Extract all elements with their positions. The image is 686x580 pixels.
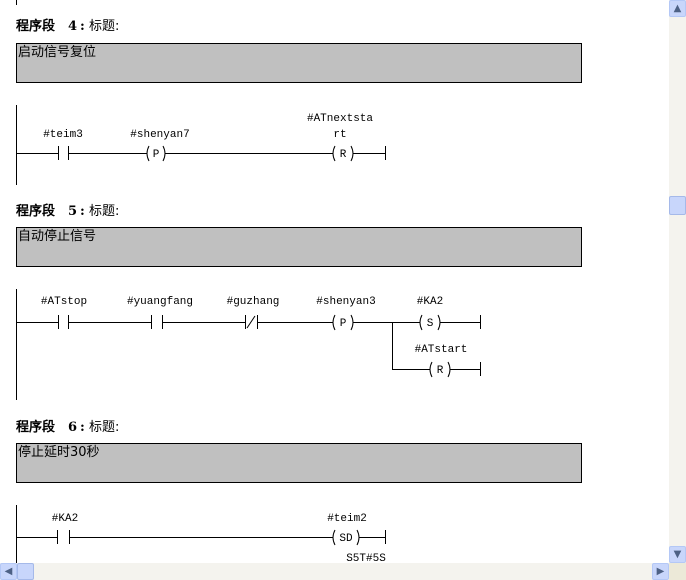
- coil-symbol: S: [427, 318, 434, 330]
- vertical-scrollbar[interactable]: ▲ ▼: [669, 0, 686, 563]
- coil-s[interactable]: [419, 314, 441, 331]
- horizontal-scrollbar[interactable]: ◀ ▶: [0, 563, 669, 580]
- network-title[interactable]: 标题:: [89, 420, 119, 435]
- ladder-editor[interactable]: 程序段 4 : 标题: 启动信号复位 #teim3 P #shenyan7 R …: [0, 0, 669, 563]
- network-4[interactable]: 程序段 4 : 标题: 启动信号复位 #teim3 P #shenyan7 R …: [16, 18, 582, 185]
- network-sep: :: [80, 420, 85, 435]
- coil-label[interactable]: #ATnextsta: [307, 113, 373, 125]
- coil-r[interactable]: [429, 361, 451, 378]
- scrollbar-corner: [669, 563, 686, 580]
- coil-label[interactable]: #shenyan3: [316, 296, 375, 308]
- horizontal-scroll-thumb[interactable]: [17, 563, 34, 580]
- rung-wire: [16, 146, 386, 160]
- coil-r[interactable]: [332, 145, 354, 162]
- comment-text: 停止延时30秒: [18, 444, 100, 460]
- rung-wire: [16, 315, 481, 376]
- coil-label-cont: rt: [333, 129, 346, 141]
- contact-label[interactable]: #teim3: [43, 129, 83, 141]
- coil-p[interactable]: [332, 314, 354, 331]
- comment-text: 启动信号复位: [18, 45, 96, 60]
- coil-label[interactable]: #shenyan7: [130, 129, 189, 141]
- coil-symbol: P: [340, 318, 347, 330]
- network-5[interactable]: 程序段 5 : 标题: 自动停止信号 #ATstop #yuangfang #g…: [16, 203, 582, 400]
- nc-contact-label[interactable]: #guzhang: [227, 296, 280, 308]
- coil-symbol: R: [340, 149, 347, 161]
- comment-box[interactable]: [16, 443, 582, 483]
- scroll-up-button[interactable]: ▲: [669, 0, 686, 17]
- coil-symbol: SD: [339, 533, 353, 545]
- contact-label[interactable]: #yuangfang: [127, 296, 193, 308]
- network-title[interactable]: 标题:: [89, 19, 119, 34]
- scroll-right-button[interactable]: ▶: [652, 563, 669, 580]
- coil-label[interactable]: #ATstart: [415, 344, 468, 356]
- scroll-left-button[interactable]: ◀: [0, 563, 17, 580]
- network-sep: :: [80, 204, 85, 219]
- coil-label[interactable]: #teim2: [327, 513, 367, 525]
- contact-label[interactable]: #KA2: [52, 513, 78, 525]
- network-number: 6: [68, 420, 77, 435]
- coil-label[interactable]: #KA2: [417, 296, 443, 308]
- network-heading: 程序段: [16, 203, 55, 219]
- network-6[interactable]: 程序段 6 : 标题: 停止延时30秒 #KA2 SD #teim2 S5T#5…: [16, 419, 582, 563]
- vertical-scroll-thumb[interactable]: [669, 196, 686, 215]
- network-number: 5: [68, 204, 77, 219]
- coil-p[interactable]: [146, 145, 166, 162]
- coil-sd[interactable]: [332, 529, 360, 546]
- scroll-down-button[interactable]: ▼: [669, 546, 686, 563]
- coil-symbol: R: [437, 365, 444, 377]
- timer-value[interactable]: S5T#5S: [346, 553, 386, 563]
- rung-wire: [16, 530, 386, 544]
- network-title[interactable]: 标题:: [89, 204, 119, 219]
- comment-box[interactable]: [16, 227, 582, 267]
- contact-label[interactable]: #ATstop: [41, 296, 87, 308]
- network-number: 4: [68, 19, 77, 34]
- network-heading: 程序段: [16, 18, 55, 34]
- network-heading: 程序段: [16, 419, 55, 435]
- network-sep: :: [80, 19, 85, 34]
- comment-box[interactable]: [16, 43, 582, 83]
- coil-symbol: P: [153, 149, 160, 161]
- comment-text: 自动停止信号: [18, 228, 96, 244]
